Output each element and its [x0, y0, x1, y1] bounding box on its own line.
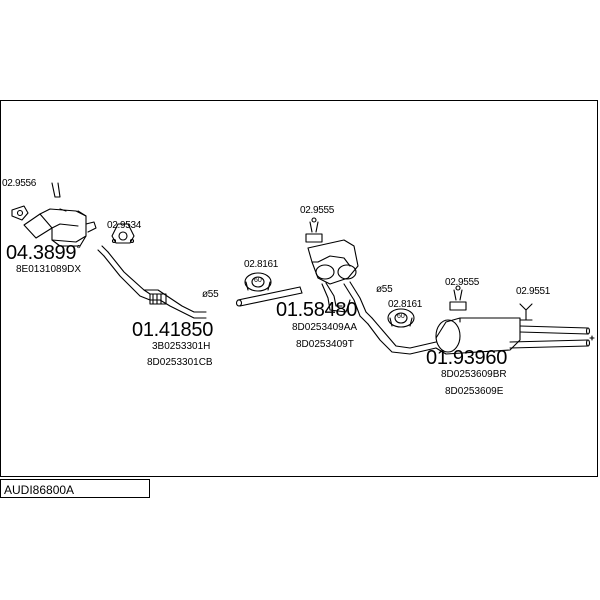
part-ref-front-pipe-2: 8D0253301CB [147, 357, 213, 368]
bracket-icon-9551 [519, 303, 533, 321]
ring-text-right: 60 [397, 313, 405, 320]
hanger-icon-right [449, 285, 467, 311]
intermediate-pipe [367, 317, 437, 355]
clamp-icon-9534 [111, 223, 135, 244]
ring-text-left: 60 [254, 277, 262, 284]
middle-muffler [307, 239, 373, 325]
catalytic-converter [23, 208, 97, 247]
part-number-rear-muffler: 01.93960 [426, 347, 508, 369]
bracket-icon-9556 [11, 182, 61, 221]
fitting-label-8161-right: 02.8161 [388, 299, 423, 310]
ring-icon-right [387, 308, 415, 328]
fitting-label-9556: 02.9556 [2, 178, 37, 189]
part-ref-front-pipe-1: 3B0253301H [152, 341, 211, 352]
part-number-catalyst: 04.3899° [6, 242, 81, 264]
part-ref-middle-muffler-2: 8D0253409T [296, 339, 354, 350]
hanger-icon-mid [305, 217, 323, 243]
fitting-label-9555-mid: 02.9555 [300, 205, 335, 216]
fitting-label-8161-left: 02.8161 [244, 259, 279, 270]
fitting-label-9534: 02.9534 [107, 220, 142, 231]
connector-pipe [235, 286, 303, 307]
model-code: AUDI86800A [4, 483, 75, 497]
end-marker [589, 335, 595, 341]
part-ref-rear-muffler-2: 8D0253609E [445, 386, 504, 397]
model-code-box: AUDI86800A [0, 479, 150, 498]
front-pipe [97, 245, 207, 319]
rear-muffler [435, 317, 591, 355]
fitting-label-9555-right: 02.9555 [445, 277, 480, 288]
part-ref-rear-muffler-1: 8D0253609BR [441, 369, 507, 380]
ring-icon-left [244, 272, 272, 292]
fitting-label-9551: 02.9551 [516, 286, 551, 297]
part-ref-middle-muffler-1: 8D0253409AA [292, 322, 358, 333]
diameter-label-2: ø55 [376, 284, 393, 295]
part-number-middle-muffler: 01.58480 [276, 299, 358, 321]
part-number-front-pipe: 01.41850 [132, 319, 214, 341]
diagram-frame [0, 100, 598, 477]
part-ref-catalyst-1: 8E0131089DX [16, 264, 82, 275]
diameter-label-1: ø55 [202, 289, 219, 300]
